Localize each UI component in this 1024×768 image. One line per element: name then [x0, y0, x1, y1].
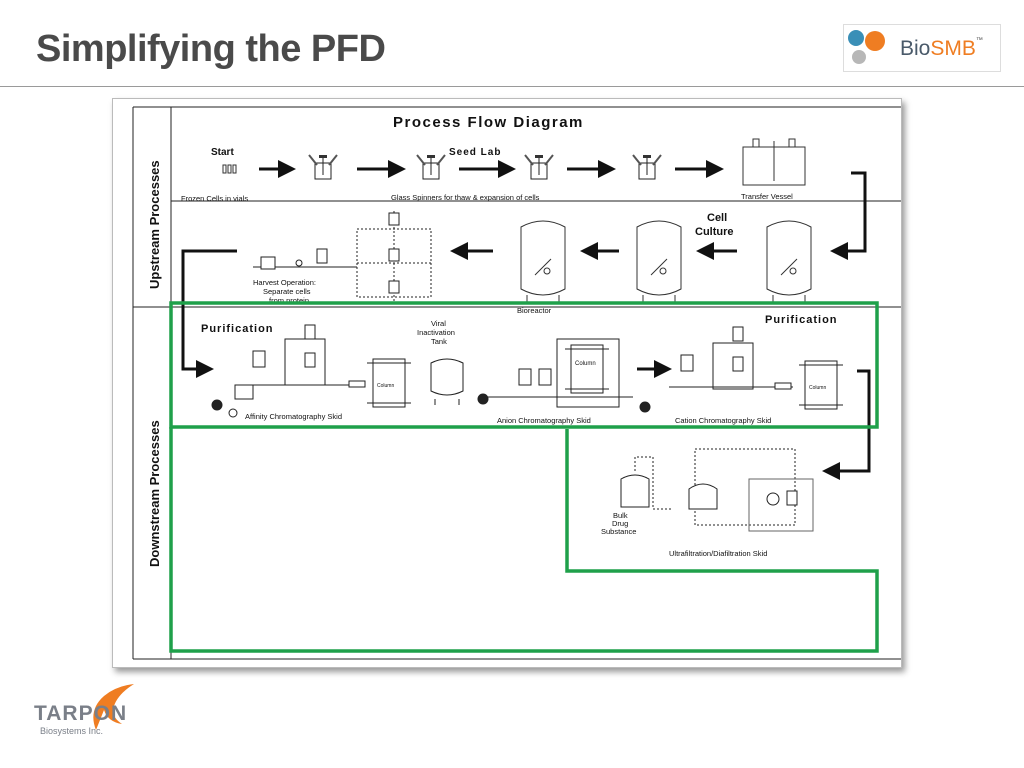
ufdf-network	[620, 448, 814, 532]
viral-label-1: Viral	[431, 319, 446, 328]
title-divider	[0, 86, 1024, 87]
pfd-figure: Upstream Processes Downstream Processes …	[112, 98, 902, 668]
spinner-icon	[632, 154, 662, 180]
anion-skid-label: Anion Chromatography Skid	[497, 416, 591, 425]
affinity-skid-label: Affinity Chromatography Skid	[245, 412, 342, 421]
spinner-icon	[416, 154, 446, 180]
bulk-label-3: Substance	[601, 527, 636, 536]
viral-label-3: Tank	[431, 337, 447, 346]
biosmb-logo: BioSMB™	[843, 24, 1001, 72]
anion-column-icon	[564, 344, 610, 394]
downstream-label: Downstream Processes	[147, 420, 162, 567]
viral-tank-icon	[430, 358, 464, 405]
tarpon-logo: TARPON Biosystems Inc.	[34, 682, 174, 742]
bioreactor-icon	[520, 220, 566, 304]
diagram-title: Process Flow Diagram	[393, 114, 584, 131]
tarpon-wordmark: TARPON	[34, 702, 128, 725]
transfer-vessel-label: Transfer Vessel	[741, 192, 793, 201]
anion-skid-network	[477, 338, 633, 408]
upstream-label: Upstream Processes	[147, 160, 162, 289]
bioreactor-icon	[636, 220, 682, 304]
tarpon-swoosh-icon	[93, 684, 134, 730]
cell-culture-label-2: Culture	[695, 226, 734, 238]
harvest-label-2: Separate cells	[263, 287, 311, 296]
harvest-label-1: Harvest Operation:	[253, 278, 316, 287]
biosmb-dots-icon	[848, 30, 885, 64]
biosmb-wordmark: BioSMB™	[900, 37, 983, 60]
purification-highlight	[169, 301, 879, 653]
harvest-network	[253, 211, 432, 303]
bioreactor-icon	[766, 220, 812, 304]
glass-spinners-label: Glass Spinners for thaw & expansion of c…	[391, 193, 540, 202]
cation-column-text: Column	[809, 385, 826, 391]
viral-label-2: Inactivation	[417, 328, 455, 337]
pfd-diagram: Upstream Processes Downstream Processes …	[132, 106, 901, 660]
anion-column-text: Column	[575, 361, 596, 367]
bioreactor-label: Bioreactor	[517, 306, 552, 315]
bulk-label-1: Bulk	[613, 511, 628, 520]
cation-skid-label: Cation Chromatography Skid	[675, 416, 771, 425]
cation-skid-network	[639, 326, 793, 413]
affinity-skid-network	[211, 324, 366, 418]
purification-left-label: Purification	[201, 323, 274, 335]
vials-icon	[222, 164, 237, 174]
purification-right-label: Purification	[765, 314, 838, 326]
cell-culture-label-1: Cell	[707, 212, 727, 224]
start-label: Start	[211, 147, 234, 158]
spinner-icon	[308, 154, 338, 180]
affinity-column-text: Column	[377, 383, 394, 389]
ufdf-skid-label: Ultrafiltration/Diafiltration Skid	[669, 549, 767, 558]
spinner-icon	[524, 154, 554, 180]
slide-title: Simplifying the PFD	[36, 28, 386, 70]
seed-lab-label: Seed Lab	[449, 147, 501, 158]
bulk-label-2: Drug	[612, 519, 628, 528]
tarpon-subtitle: Biosystems Inc.	[40, 726, 104, 736]
harvest-label-3: from protein	[269, 296, 309, 305]
transfer-vessel-icon	[742, 138, 806, 186]
frozen-cells-label: Frozen Cells in vials	[181, 194, 248, 203]
